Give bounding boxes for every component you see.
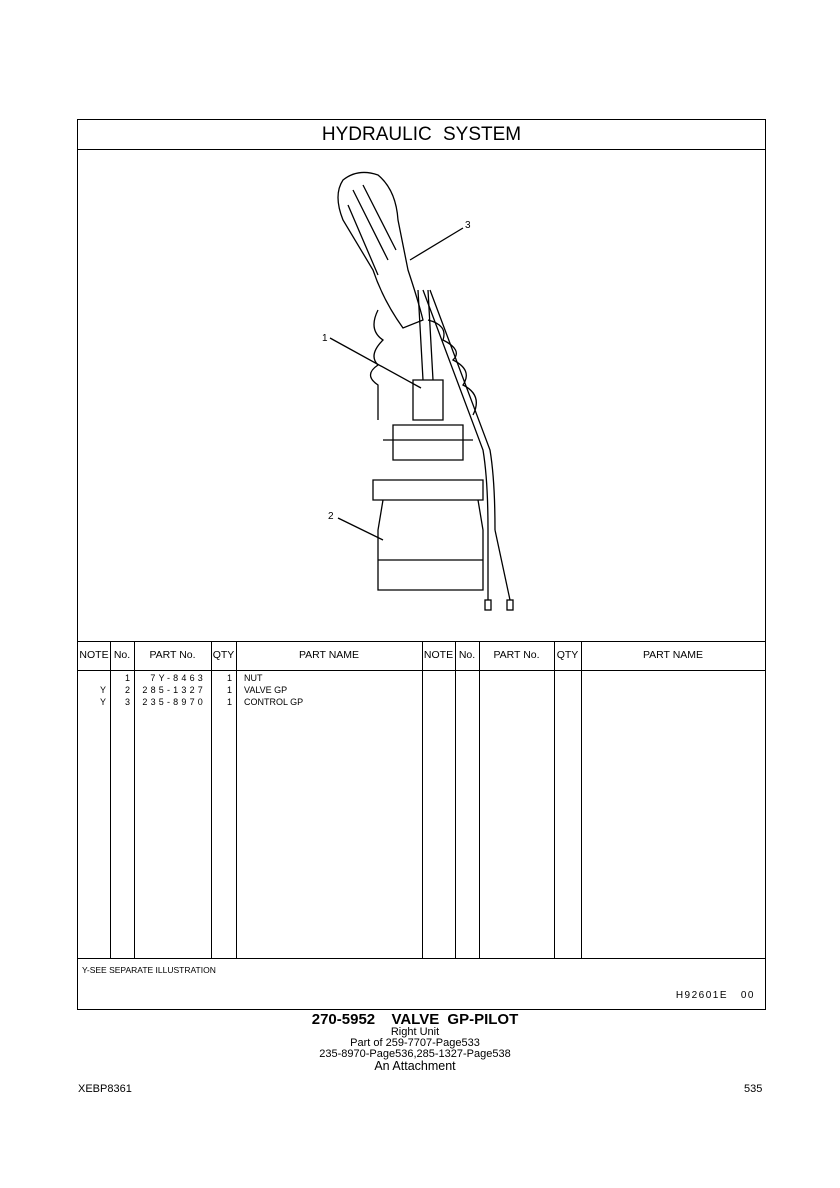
parts-frame: HYDRAULIC SYSTEM 3 1 2 NOTE No. PART No.… bbox=[77, 119, 766, 1010]
header-part-name-2: PART NAME bbox=[642, 649, 704, 661]
header-no: No. bbox=[113, 649, 131, 661]
header-note-2: NOTE bbox=[423, 649, 454, 661]
header-qty-2: QTY bbox=[556, 649, 579, 661]
callout-1: 1 bbox=[322, 333, 328, 344]
table-header bbox=[78, 641, 765, 671]
valve-illustration: 3 1 2 bbox=[78, 150, 765, 641]
table-note: Y-SEE SEPARATE ILLUSTRATION bbox=[78, 958, 765, 981]
caption: 270-5952 VALVE GP-PILOT Right Unit Part … bbox=[260, 1012, 570, 1073]
header-qty: QTY bbox=[212, 649, 235, 661]
caption-line1: Right Unit bbox=[390, 1026, 440, 1038]
callout-2: 2 bbox=[328, 511, 334, 522]
caption-line2: Part of 259-7707-Page533 bbox=[350, 1037, 480, 1049]
caption-title: 270-5952 VALVE GP-PILOT bbox=[311, 1011, 519, 1028]
header-part-no: PART No. bbox=[149, 649, 196, 661]
page-number: 535 bbox=[744, 1083, 763, 1095]
callout-3: 3 bbox=[465, 220, 471, 231]
caption-line3: 235-8970-Page536,285-1327-Page538 bbox=[319, 1048, 511, 1060]
document-number: XEBP8361 bbox=[78, 1083, 132, 1095]
header-part-name: PART NAME bbox=[298, 649, 360, 661]
header-no-2: No. bbox=[458, 649, 476, 661]
section-title: HYDRAULIC SYSTEM bbox=[78, 120, 765, 150]
caption-line4: An Attachment bbox=[374, 1059, 456, 1073]
header-note: NOTE bbox=[79, 649, 109, 661]
illustration-code: H92601E 00 bbox=[675, 990, 755, 1001]
header-part-no-2: PART No. bbox=[493, 649, 540, 661]
